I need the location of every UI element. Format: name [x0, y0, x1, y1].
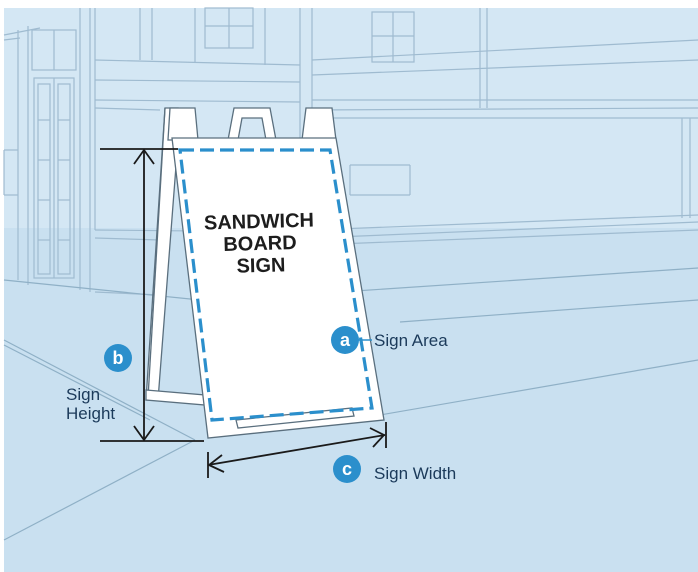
sign-area-label: Sign Area: [374, 331, 448, 351]
sign-height-label-line-1: Sign: [66, 385, 100, 405]
sign-text-line-3: SIGN: [186, 254, 336, 279]
sign-text-line-2: BOARD: [185, 232, 335, 257]
sign-height-label-line-2: Height: [66, 404, 115, 424]
callout-b-badge: b: [104, 344, 132, 372]
sign-text-line-1: SANDWICH: [184, 210, 334, 235]
callout-a-badge: a: [331, 326, 359, 354]
sign-width-label: Sign Width: [374, 464, 456, 484]
callout-c-badge: c: [333, 455, 361, 483]
